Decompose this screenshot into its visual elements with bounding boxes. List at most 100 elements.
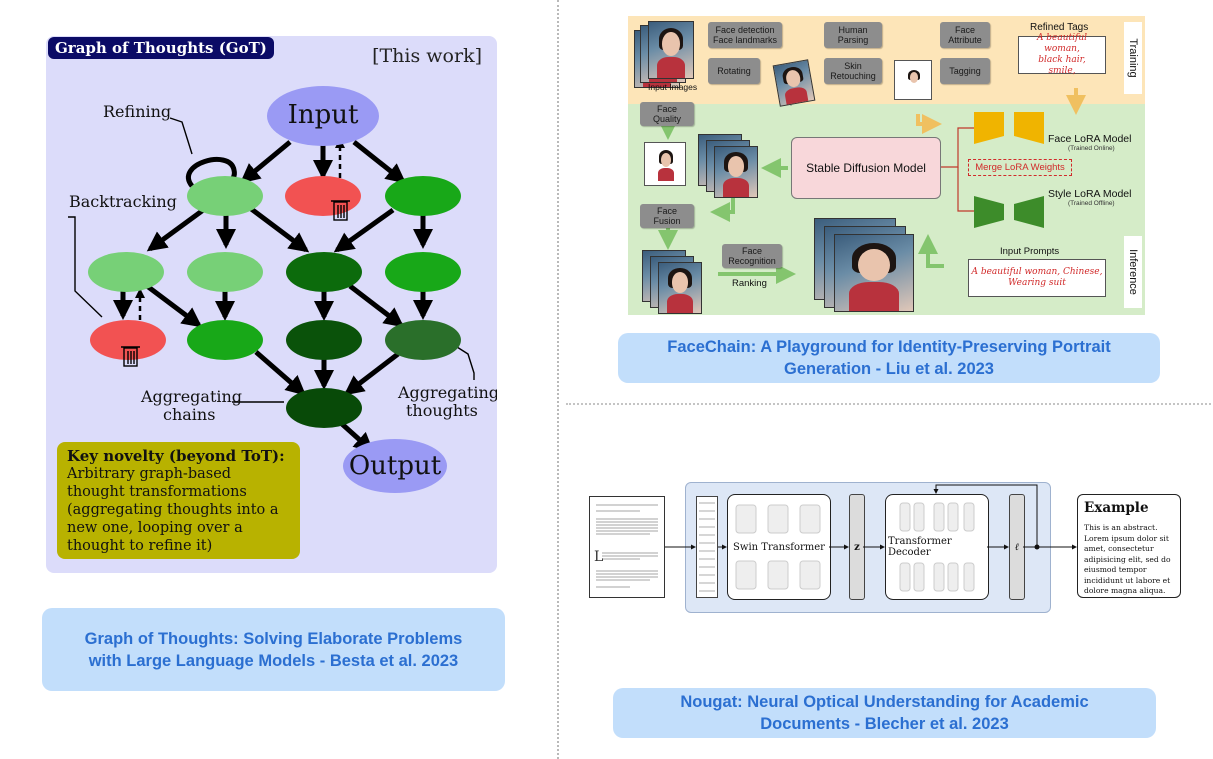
thought-node	[286, 252, 362, 292]
discarded-node	[285, 176, 361, 216]
face-lora-label: Face LoRA Model	[1048, 133, 1132, 145]
patch-column	[696, 496, 718, 598]
example-output-box: Example This is an abstract. Lorem ipsum…	[1077, 494, 1181, 598]
prompt-text2: Wearing suit	[1008, 278, 1066, 288]
thought-node	[286, 320, 362, 360]
got-graph	[68, 86, 475, 493]
key-novelty-box: Key novelty (beyond ToT): Arbitrary grap…	[57, 442, 300, 559]
thought-node	[385, 176, 461, 216]
rotating-box: Rotating	[708, 58, 760, 84]
tagging-box: Tagging	[940, 58, 990, 84]
got-caption-line1: Graph of Thoughts: Solving Elaborate Pro…	[84, 629, 463, 648]
thought-node	[187, 252, 263, 292]
refining-label: Refining	[103, 102, 172, 121]
facechain-caption-line2: Generation - Liu et al. 2023	[784, 360, 994, 378]
refined-tags-text2: black hair,	[1038, 55, 1086, 65]
face-quality-line2: Quality	[652, 114, 681, 124]
this-work-label: [This work]	[372, 45, 482, 67]
face-fusion-line1: Face	[656, 206, 677, 216]
vertical-divider	[557, 0, 559, 759]
input-node	[267, 86, 379, 146]
facechain-caption-line1: FaceChain: A Playground for Identity-Pre…	[667, 338, 1111, 356]
facechain-figure: Training Inference Inp	[628, 16, 1145, 315]
human-parsing-line2: Parsing	[837, 35, 869, 45]
face-lora-sub: (Trained Online)	[1068, 145, 1115, 152]
trash-icon	[331, 200, 350, 221]
face-detection-line2: Face landmarks	[712, 35, 778, 45]
nougat-caption: Nougat: Neural Optical Understanding for…	[613, 688, 1156, 738]
refined-tags-text1: A beautiful woman,	[1036, 33, 1088, 54]
facechain-caption: FaceChain: A Playground for Identity-Pre…	[618, 333, 1160, 383]
generated-photo	[714, 146, 758, 198]
output-node	[343, 439, 447, 493]
trash-icon	[121, 346, 140, 367]
face-fusion-line2: Fusion	[653, 216, 681, 226]
refined-tags-text3: smile,	[1048, 66, 1076, 76]
nougat-arrows	[665, 484, 1077, 550]
refined-tags-label: Refined Tags	[1030, 22, 1089, 33]
thought-node	[88, 252, 164, 292]
got-caption: Graph of Thoughts: Solving Elaborate Pro…	[42, 608, 505, 691]
face-detection-line1: Face detection	[715, 25, 775, 35]
face-recognition-line2: Recognition	[728, 256, 776, 266]
facechain-arrows	[658, 88, 1086, 284]
aggregating-chains-label: Aggregating chains	[141, 388, 242, 424]
aggregating-chains-line1: Aggregating	[141, 387, 243, 406]
training-tag: Training	[1124, 22, 1142, 94]
thought-node	[187, 176, 263, 216]
aggregating-thoughts-line2: thoughts	[406, 401, 478, 420]
rotated-face-photo	[772, 59, 816, 107]
example-body: This is an abstract. Lorem ipsum dolor s…	[1084, 523, 1171, 595]
input-image-photo	[648, 21, 694, 79]
prompt-text1: A beautiful woman, Chinese,	[971, 267, 1103, 277]
face-quality-line1: Face	[656, 104, 677, 114]
got-caption-line2: with Large Language Models - Besta et al…	[88, 651, 459, 670]
swin-transformer-block: Swin Transformer	[727, 494, 831, 600]
key-novelty-body: Arbitrary graph-based thought transforma…	[67, 466, 279, 554]
refined-tags-box: A beautiful woman, black hair, smile,	[1018, 33, 1106, 76]
merge-lora-box: Merge LoRA Weights	[968, 159, 1072, 176]
backtracking-label: Backtracking	[69, 192, 177, 211]
style-lora-label: Style LoRA Model	[1048, 188, 1132, 200]
thought-node	[385, 320, 461, 360]
inference-tag: Inference	[1124, 236, 1142, 308]
input-prompts-label: Input Prompts	[1000, 246, 1060, 257]
output-portrait	[834, 234, 914, 312]
face-attribute-line1: Face	[954, 25, 975, 35]
svg-text:L: L	[594, 549, 603, 565]
input-prompts-box: A beautiful woman, Chinese, Wearing suit	[968, 259, 1106, 297]
nougat-caption-line2: Documents - Blecher et al. 2023	[760, 715, 1009, 733]
nougat-figure: L Swin Transformer z Transformer Decoder…	[585, 480, 1185, 615]
face-attribute-line2: Attribute	[948, 35, 982, 45]
face-recognition-line1: Face	[741, 246, 762, 256]
fused-photo	[658, 262, 702, 314]
key-novelty-title: Key novelty (beyond ToT):	[67, 447, 285, 465]
transformer-decoder-block: Transformer Decoder	[885, 494, 989, 600]
input-document-thumbnail: L	[589, 496, 665, 598]
thought-node	[187, 320, 263, 360]
retouched-face-photo	[894, 60, 932, 100]
output-label: Output	[348, 451, 442, 481]
swin-transformer-label: Swin Transformer	[731, 541, 827, 553]
aggregating-thoughts-label: Aggregating thoughts	[398, 384, 497, 420]
face-crop-photo	[644, 142, 686, 186]
got-title: Graph of Thoughts (GoT)	[48, 37, 274, 59]
skin-retouching-line1: Skin	[844, 61, 862, 71]
style-lora-sub: (Trained Offline)	[1068, 200, 1115, 207]
stable-diffusion-box: Stable Diffusion Model	[791, 137, 941, 199]
aggregating-chains-line2: chains	[163, 405, 216, 424]
ranking-label: Ranking	[732, 278, 767, 289]
horizontal-divider	[566, 403, 1211, 405]
aggregate-node	[286, 388, 362, 428]
skin-retouching-line2: Retouching	[830, 71, 876, 81]
human-parsing-line1: Human	[838, 25, 868, 35]
transformer-decoder-label: Transformer Decoder	[886, 536, 988, 558]
nougat-caption-line1: Nougat: Neural Optical Understanding for…	[680, 693, 1089, 711]
thought-node	[385, 252, 461, 292]
